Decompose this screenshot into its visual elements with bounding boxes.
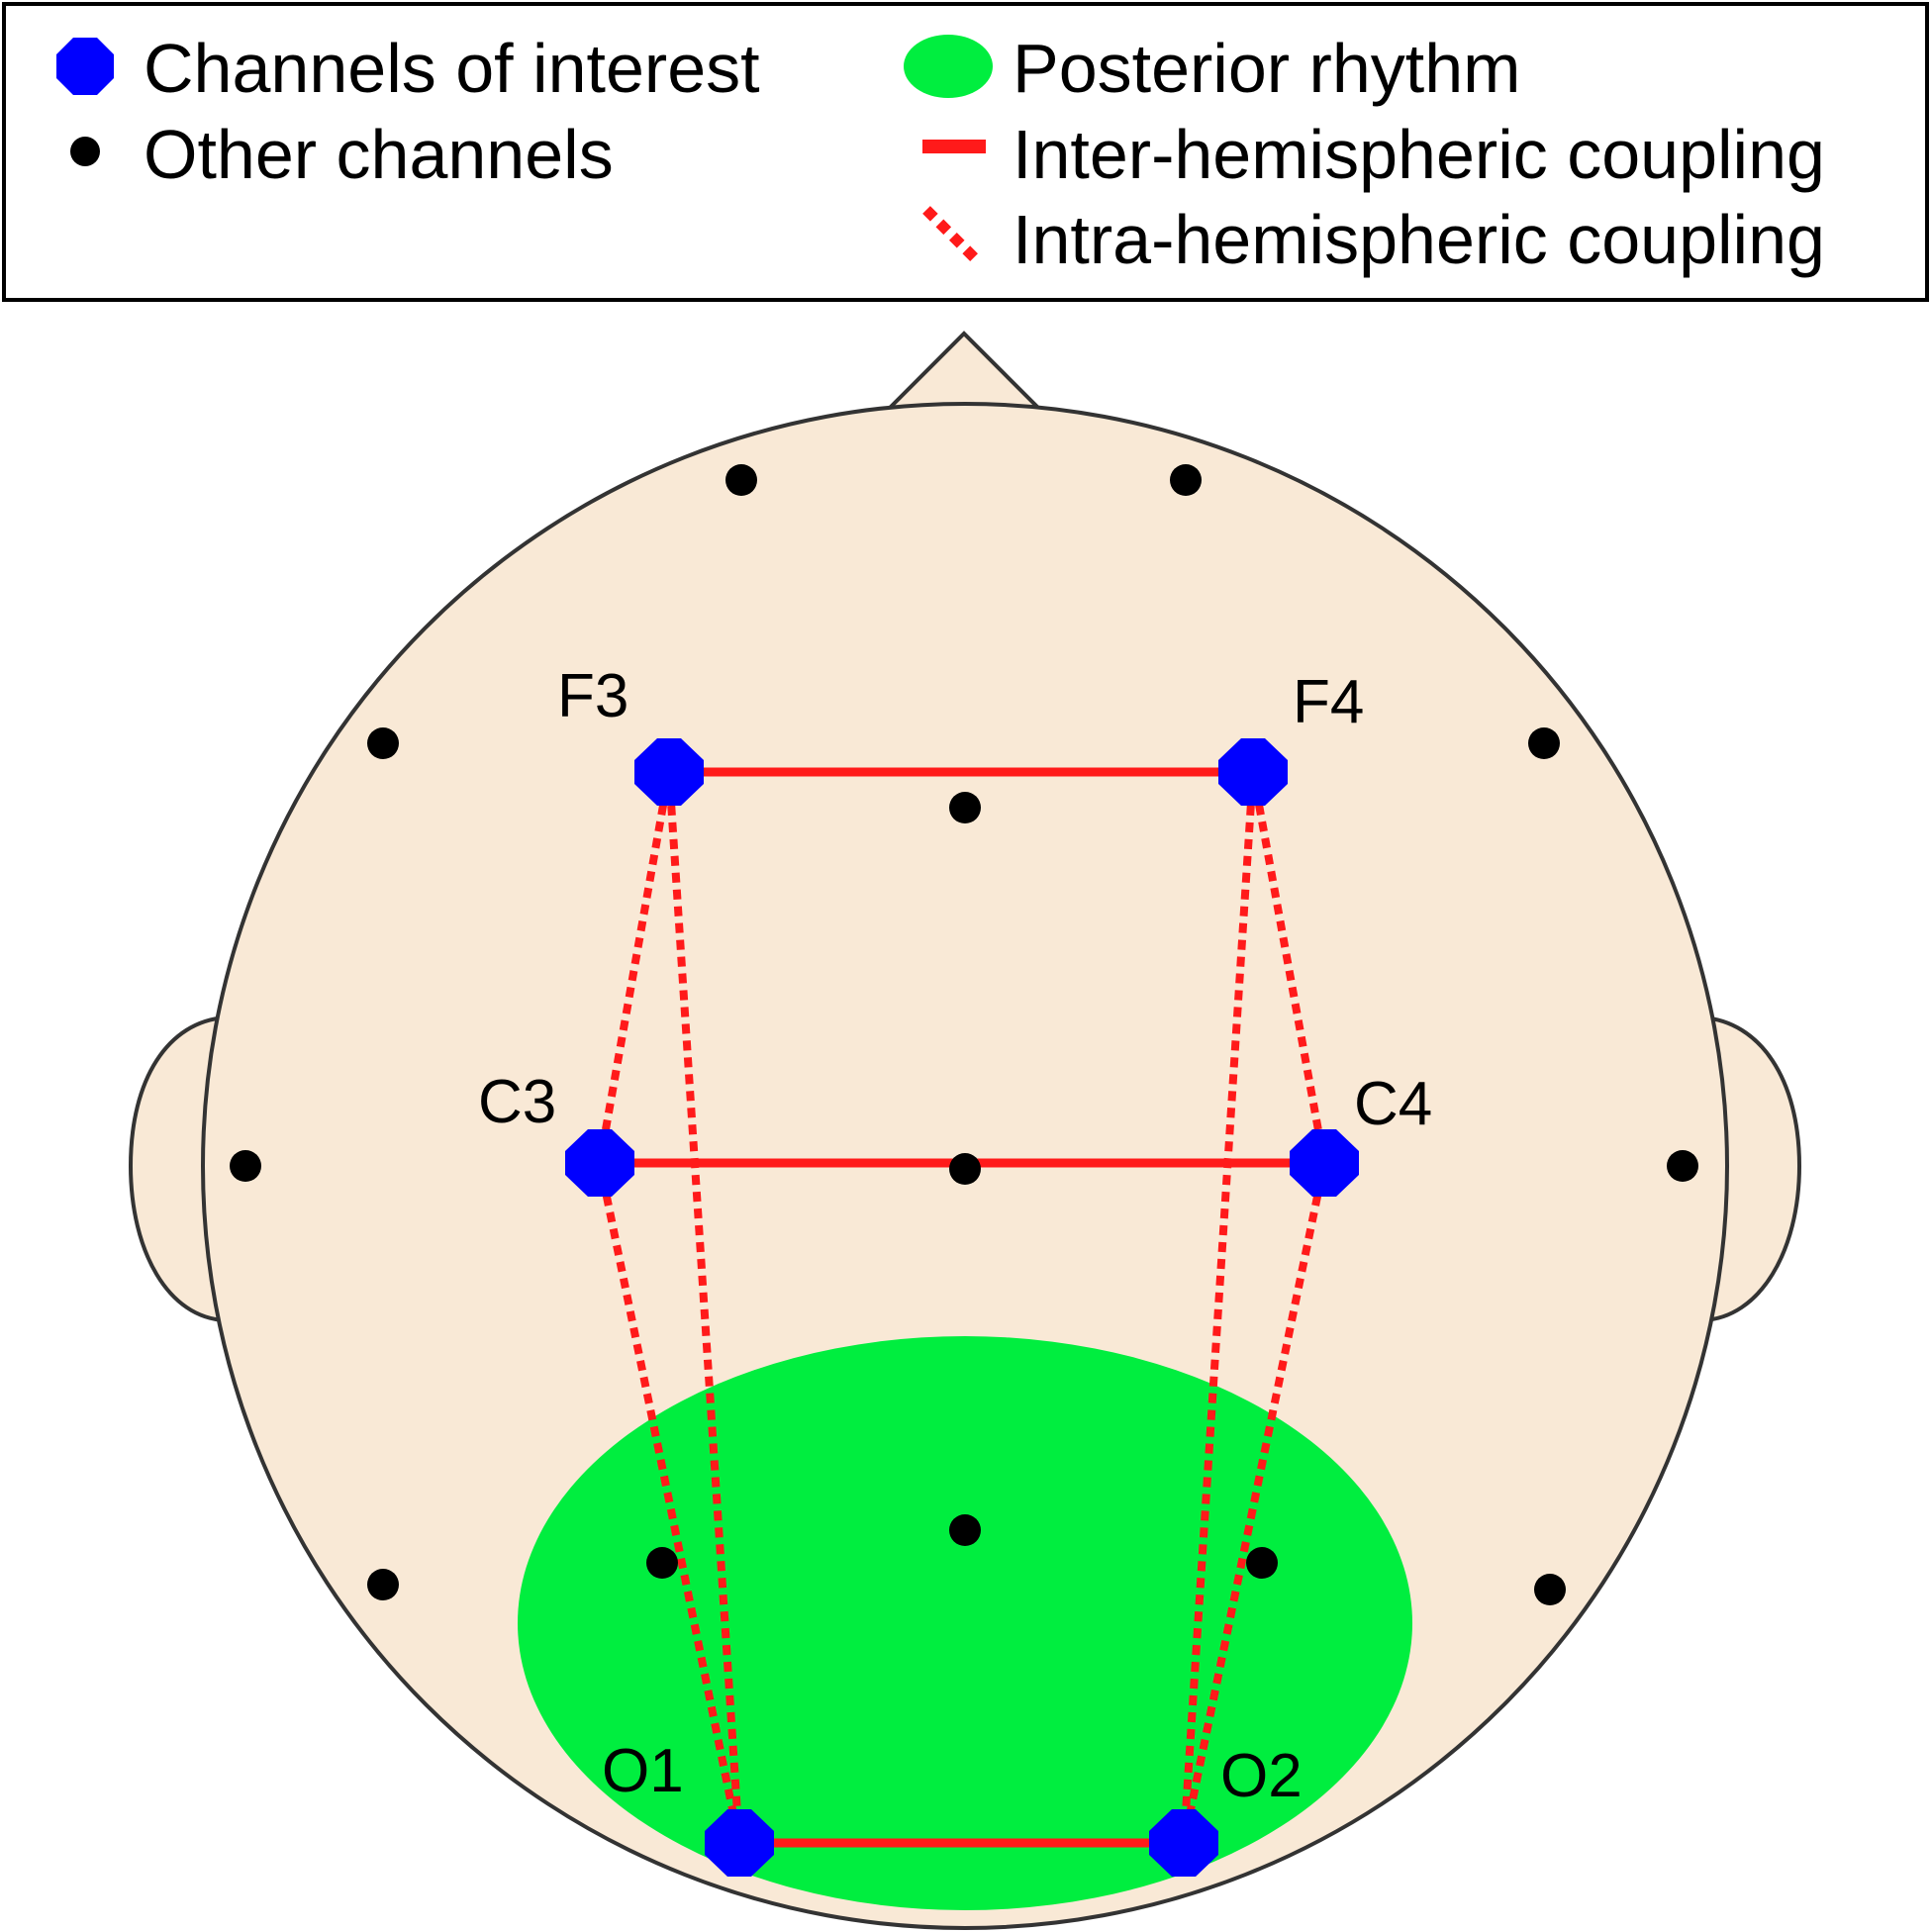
channel-c4	[1290, 1129, 1359, 1197]
label-c3: C3	[478, 1068, 556, 1136]
other-channel	[1246, 1547, 1278, 1579]
left-ear	[128, 1014, 228, 1323]
other-channel	[230, 1150, 261, 1182]
other-channel	[367, 727, 399, 759]
legend-channel-of-interest-marker	[56, 38, 114, 95]
other-channels	[230, 464, 1698, 1605]
other-channel	[949, 792, 981, 823]
legend-posterior-rhythm-marker	[904, 35, 993, 98]
other-channel	[646, 1547, 678, 1579]
intra-coupling-f4-o2	[1180, 771, 1257, 1844]
nose	[884, 331, 1044, 411]
electrode-labels: F3 F4 C3 C4 O1 O2	[478, 662, 1432, 1810]
label-f3: F3	[557, 662, 628, 730]
channel-o1	[705, 1809, 774, 1877]
right-ear	[1700, 1014, 1802, 1323]
intra-coupling-c3-o1	[596, 1162, 743, 1844]
channel-f4	[1218, 738, 1288, 806]
intra-coupling-c4-o2	[1180, 1162, 1328, 1844]
other-channel	[1170, 464, 1202, 496]
legend-inter-hemispheric-label: Inter-hemispheric coupling	[1013, 116, 1825, 193]
intra-coupling-f3-o1	[665, 771, 743, 1844]
other-channel	[1534, 1574, 1566, 1605]
legend-intra-hemispheric-label: Intra-hemispheric coupling	[1013, 201, 1825, 278]
legend-intra-hemispheric-marker	[922, 206, 980, 263]
label-f4: F4	[1293, 668, 1364, 736]
channel-c3	[565, 1129, 634, 1197]
channels-of-interest	[565, 738, 1359, 1877]
legend-other-channels-label: Other channels	[144, 116, 614, 193]
legend-channels-of-interest-label: Channels of interest	[144, 30, 760, 107]
other-channel	[1667, 1150, 1698, 1182]
posterior-rhythm-region	[518, 1336, 1412, 1910]
other-channel	[725, 464, 757, 496]
legend-posterior-rhythm-label: Posterior rhythm	[1013, 30, 1520, 107]
other-channel	[949, 1153, 981, 1185]
label-c4: C4	[1354, 1070, 1432, 1138]
label-o1: O1	[602, 1737, 684, 1805]
label-o2: O2	[1220, 1742, 1303, 1810]
other-channel	[949, 1514, 981, 1546]
channel-o2	[1149, 1809, 1218, 1877]
other-channel	[367, 1569, 399, 1600]
legend: Channels of interest Other channels Post…	[2, 2, 1929, 302]
other-channel	[1528, 727, 1560, 759]
legend-other-channel-marker	[70, 137, 100, 166]
channel-f3	[634, 738, 704, 806]
